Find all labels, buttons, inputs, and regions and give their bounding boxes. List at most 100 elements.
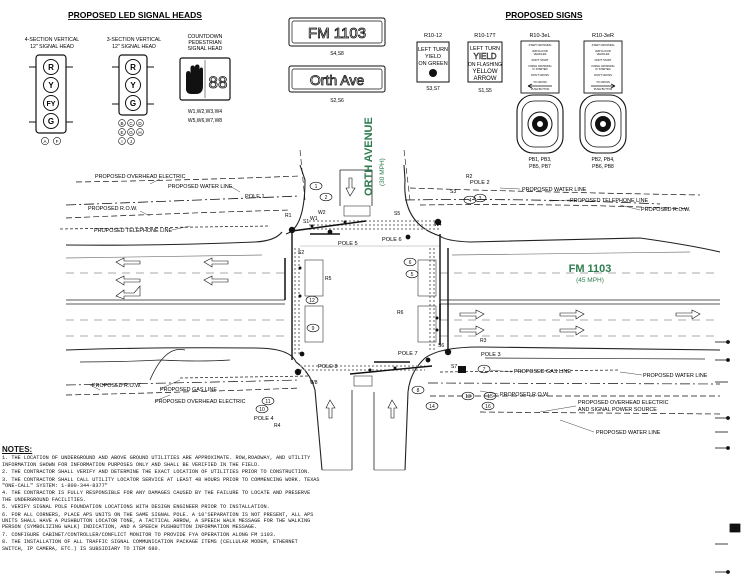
lens-g: G: [48, 117, 54, 126]
r10-3er-ids-2: PB6, PB8: [592, 164, 614, 170]
utility-labels: PROPOSED OVERHEAD ELECTRIC PROPOSED WATE…: [88, 174, 708, 436]
callout-13: 13: [465, 394, 471, 400]
equip-w1: W1: [310, 216, 318, 222]
callout-10: 10: [259, 407, 265, 413]
equip-s7: S7: [451, 364, 457, 370]
equip-w4: W4: [434, 222, 442, 228]
label-row: PROPOSED R.O.W.: [641, 207, 690, 213]
fm1103-plan-label: FM 1103: [569, 263, 612, 275]
arrow-up-icon: [325, 399, 336, 419]
green-ball-icon: [429, 69, 437, 77]
sign-r10-17t: R10-17T LEFT TURN YIELD ON FLASHING YELL…: [467, 33, 503, 94]
equip-r6: R6: [397, 310, 404, 316]
equip-s2: S2: [298, 250, 304, 256]
callout-4: 4: [469, 198, 472, 204]
ped-sign-line: START CROSSING: [529, 43, 552, 47]
r10-3el-ids-1: PB1, PB3,: [528, 157, 551, 163]
pole-2-label: POLE 2: [470, 180, 490, 186]
head-id-f: F: [56, 139, 59, 144]
lens-r: R: [48, 63, 54, 72]
head-id-e: E: [120, 130, 123, 135]
callout-numbers: 1 2 3 4 5 6 7 8 9 10 11 12 13 14 15 16: [259, 184, 493, 413]
callout-3: 3: [479, 196, 482, 202]
utility-lines: [59, 149, 721, 415]
arrow-right-icon: [591, 83, 616, 89]
note-item: 8. THE INSTALLATION OF ALL TRAFFIC SIGNA…: [2, 539, 298, 552]
arrow-left-icon: [115, 257, 141, 268]
callout-9: 9: [312, 326, 315, 332]
crosswalks: [294, 220, 440, 371]
r10-12-line2: YIELD: [425, 54, 441, 60]
equip-w2: W2: [318, 210, 326, 216]
callout-2: 2: [325, 195, 328, 201]
equipment-labels: R1 R2 R3 R4 R5 R6 S1 S2 S3 S5 S6 S7 W1 W…: [274, 174, 487, 429]
pole-7-label: POLE 7: [398, 351, 418, 357]
equip-r4: R4: [274, 423, 281, 429]
orth-speed-label: (30 MPH): [379, 158, 386, 186]
orth-sign-text: Orth Ave: [310, 72, 364, 88]
arrow-left-icon: [203, 275, 229, 286]
equip-r5: R5: [325, 276, 332, 282]
sign-r10-12: R10-12 LEFT TURN YIELD ON GREEN S3,S7: [416, 33, 450, 92]
note-item: 4. THE CONTRACTOR IS FULLY RESPONSIBLE F…: [2, 490, 311, 503]
r10-3el-code: R10-3eL: [529, 33, 550, 39]
ped-sign-line: PUSH BUTTON: [594, 87, 613, 91]
notes-title: NOTES:: [2, 445, 33, 454]
label-water-line: PROPOSED WATER LINE: [522, 187, 587, 193]
callout-8: 8: [417, 388, 420, 394]
equip-s5: S5: [394, 211, 400, 217]
head-id-c: C: [129, 121, 133, 126]
arrow-turn-icon: [115, 285, 141, 300]
orth-avenue-label: ORTH AVENUE: [363, 117, 375, 196]
ped-sign-line: VEHICLES: [597, 52, 610, 56]
mast-arms: [291, 220, 449, 375]
pole-labels: POLE 1 POLE 2 POLE 3 POLE 4 POLE 5 POLE …: [245, 180, 501, 422]
push-button-icon: [527, 111, 553, 137]
label-overhead-electric: PROPOSED OVERHEAD ELECTRIC: [95, 174, 186, 180]
pole-8-label: POLE 8: [318, 364, 338, 370]
fm1103-speed-label: (45 MPH): [576, 277, 604, 284]
ped-sign-line: START CROSSING: [592, 43, 615, 47]
callout-14: 14: [429, 404, 435, 410]
head-id-j: J: [130, 139, 132, 144]
r10-12-ids: S3,S7: [426, 86, 440, 92]
sign-r10-3er: R10-3eR START CROSSING WATCH FOR VEHICLE…: [579, 33, 627, 170]
fm1103-sign-ids: S4,S8: [330, 51, 344, 57]
roadway-geometry: [65, 164, 721, 471]
callout-16: 16: [485, 404, 491, 410]
r10-3el-ids-2: PB5, PB7: [529, 164, 551, 170]
ped-sign-line: FINISH CROSSING: [591, 64, 614, 68]
head-id-d: D: [138, 121, 142, 126]
arrow-right-icon: [459, 309, 485, 320]
r10-12-code: R10-12: [424, 33, 442, 39]
signal-poles: [288, 218, 466, 376]
countdown-digits: 88: [209, 73, 228, 92]
head-id-b: B: [120, 121, 123, 126]
notes-section: NOTES: 1. THE LOCATION OF UNDERGROUND AN…: [2, 445, 320, 553]
lane-arrows: [115, 177, 701, 419]
ped-sign-line: DON'T START: [595, 58, 612, 62]
ped-sign-line: WATCH FOR: [532, 49, 548, 53]
ped-sign-line: PUSH BUTTON: [531, 87, 550, 91]
label-gas-line: PROPOSED GAS LINE: [514, 369, 571, 375]
r10-17t-line5: ARROW: [474, 76, 497, 82]
pole-6-label: POLE 6: [382, 237, 402, 243]
ped-sign-line: VEHICLES: [534, 52, 547, 56]
label-telephone: PROPOSED TELEPHONE LINE: [570, 198, 648, 204]
ped-sign-line: DON'T START: [532, 58, 549, 62]
note-item: 6. FOR ALL CORNERS, PLACE APS UNITS ON T…: [2, 511, 314, 531]
push-button-icon: [590, 111, 616, 137]
arrow-down-icon: [345, 177, 356, 197]
r10-17t-line4: YELLOW: [472, 69, 497, 75]
arrow-right-icon: [559, 309, 585, 320]
equip-r1: R1: [285, 213, 292, 219]
label-overhead-electric: PROPOSED OVERHEAD ELECTRIC: [155, 399, 246, 405]
label-water-line: PROPOSED WATER LINE: [596, 430, 661, 436]
lens3-y: Y: [130, 81, 136, 90]
label-gas-line: PROPOSED GAS LINE: [160, 387, 217, 393]
sign-r10-3el: R10-3eL START CROSSING WATCH FOR VEHICLE…: [516, 33, 564, 170]
arrow-left-icon: [203, 257, 229, 268]
head-id-g: G: [129, 130, 133, 135]
